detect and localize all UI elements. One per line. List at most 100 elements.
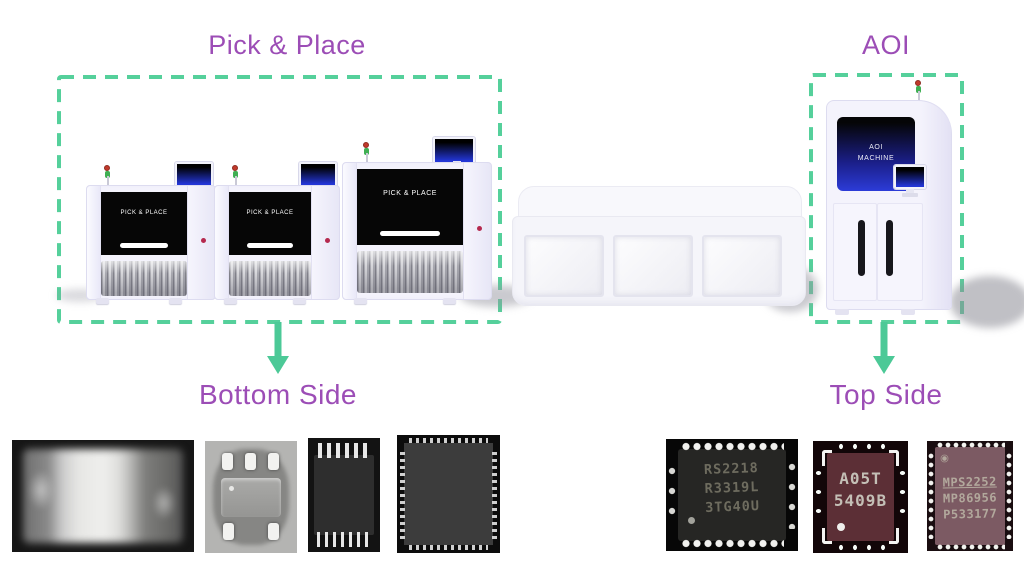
machine-foot — [169, 298, 182, 304]
chip-marking-line: 5409B — [833, 490, 888, 510]
chip-marking-line: A05T — [839, 469, 882, 488]
pads — [1006, 453, 1012, 539]
chip-marking: MPS2252 MP86956 P533177 — [927, 473, 1013, 523]
chip-photo-mps2252: MPS2252 MP86956 P533177 — [927, 441, 1013, 551]
highlight — [228, 485, 234, 491]
chip-photo-rs2218: RS2218 R3319L 3TG40U — [666, 439, 798, 551]
pick-place-machine-3: PICK & PLACE — [342, 136, 492, 304]
chip-marking: RS2218 R3319L 3TG40U — [666, 458, 798, 519]
red-lamp-icon — [104, 165, 110, 171]
machine-monitor-icon — [433, 137, 475, 164]
feeder-reels — [357, 251, 463, 294]
component-photo-qfn — [397, 435, 500, 553]
conveyor — [512, 216, 806, 306]
corner-pad — [889, 528, 899, 544]
aoi-machine: AOI MACHINE — [826, 100, 952, 315]
corner-pad — [822, 450, 832, 466]
pads — [682, 539, 784, 548]
green-lamp-icon — [104, 171, 110, 178]
bottom-side-arrow — [267, 322, 289, 374]
conveyor-panel — [702, 235, 782, 297]
signal-tower-icon — [363, 142, 370, 166]
machine-foot — [224, 298, 237, 304]
chip-body — [935, 447, 1005, 545]
pin1-marker-icon — [940, 454, 949, 463]
pads — [400, 449, 405, 539]
conveyor-panel — [613, 235, 693, 297]
pads — [814, 469, 823, 527]
green-lamp-icon — [363, 148, 369, 155]
conveyor-panel — [524, 235, 604, 297]
machine-slot — [119, 242, 169, 248]
signal-tower-icon — [915, 80, 922, 104]
machine-front-panel: PICK & PLACE — [101, 192, 187, 256]
machine-panel-label: PICK & PLACE — [120, 209, 168, 216]
machine-foot — [96, 298, 109, 304]
highlight — [28, 470, 54, 510]
feeder-reels — [101, 261, 187, 297]
machine-monitor-icon — [299, 162, 337, 187]
lead — [268, 453, 280, 471]
aoi-screen-label: AOI MACHINE — [857, 144, 895, 163]
lead — [245, 453, 257, 471]
component-body — [314, 455, 374, 535]
chip-marking-line: P533177 — [943, 506, 998, 522]
component-body — [220, 477, 282, 518]
chip-marking: A05T 5409B — [813, 468, 908, 511]
machine-slot — [380, 231, 440, 237]
corner-pad — [889, 450, 899, 466]
pins — [318, 443, 372, 458]
machine-front-panel: PICK & PLACE — [357, 169, 463, 246]
lead — [223, 522, 235, 540]
emergency-button-icon — [477, 225, 482, 231]
top-side-label: Top Side — [829, 379, 943, 410]
pads — [788, 463, 796, 529]
chip-photo-a05t: A05T 5409B — [813, 441, 908, 553]
red-lamp-icon — [915, 80, 921, 86]
signal-tower-icon — [104, 165, 111, 189]
machine-foot — [293, 298, 306, 304]
tower-pole — [917, 91, 920, 104]
pads — [937, 544, 1005, 550]
pick-place-machine-1: PICK & PLACE — [86, 161, 216, 304]
machine-foot — [354, 298, 367, 304]
tower-pole — [106, 176, 109, 189]
machine-body: PICK & PLACE — [214, 185, 340, 300]
monitor-base — [902, 193, 918, 197]
pads — [409, 438, 488, 443]
machine-left-column — [87, 186, 101, 299]
pads — [837, 543, 888, 552]
red-lamp-icon — [232, 165, 238, 171]
machine-panel-label: PICK & PLACE — [246, 209, 294, 216]
aoi-door-right — [877, 203, 923, 301]
pads — [492, 449, 497, 539]
component-body — [404, 443, 493, 545]
machine-monitor-icon — [175, 162, 213, 187]
tower-pole — [234, 176, 237, 189]
emergency-button-icon — [325, 237, 330, 243]
component-photo-passive — [12, 440, 194, 552]
pads — [409, 545, 488, 550]
bottom-side-label: Bottom Side — [198, 379, 358, 410]
pin1-marker-icon — [837, 523, 845, 531]
chip-body — [678, 449, 786, 541]
pads — [682, 442, 784, 451]
signal-tower-icon — [232, 165, 239, 189]
machine-body: PICK & PLACE — [86, 185, 216, 300]
highlight — [152, 486, 176, 520]
machine-foot — [835, 309, 849, 315]
top-side-arrow — [873, 322, 895, 374]
pads — [898, 469, 907, 527]
pads — [928, 453, 934, 539]
aoi-monitor-icon — [894, 165, 926, 189]
green-lamp-icon — [232, 171, 238, 178]
corner-pad — [822, 528, 832, 544]
green-lamp-icon — [915, 86, 921, 93]
tower-pole — [365, 153, 368, 166]
machine-slot — [247, 242, 293, 248]
component-photo-tssop — [308, 438, 380, 552]
pads — [937, 442, 1005, 448]
pick-place-machine-2: PICK & PLACE — [214, 161, 340, 304]
aoi-door-left — [833, 203, 877, 301]
